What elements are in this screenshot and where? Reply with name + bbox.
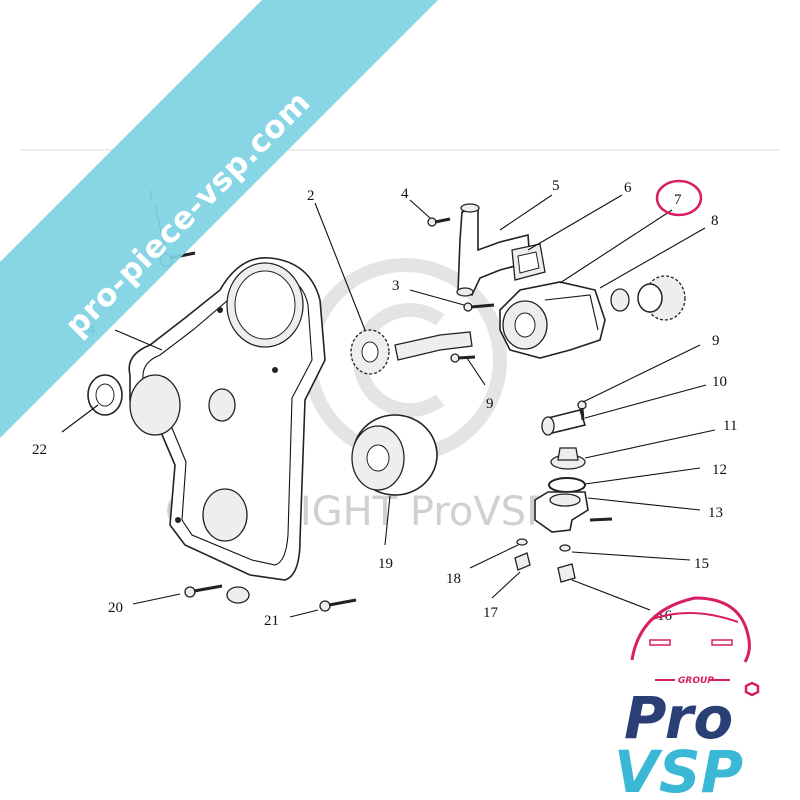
callout-17: 17 [483, 605, 499, 621]
logo-group-text: GROUP [678, 676, 714, 686]
pump-shaft-part [394, 331, 473, 361]
callout-10: 10 [712, 374, 727, 390]
callout-9-right: 9 [712, 333, 720, 349]
highlight-circle-part-7 [655, 179, 703, 217]
seal-ring-part [87, 374, 123, 416]
callout-8: 8 [711, 213, 719, 229]
logo-pro-text: Pro [624, 684, 733, 752]
callout-15: 15 [694, 556, 709, 572]
callout-12: 12 [712, 462, 727, 478]
thermostat-base-part [534, 491, 613, 533]
water-pump-part [499, 281, 606, 359]
thermostat-seal-part [548, 477, 586, 493]
bolt-part-3 [463, 302, 495, 312]
gear-part [350, 329, 390, 375]
washer-part-18 [516, 538, 528, 546]
hex-nut-icon [744, 681, 760, 697]
callout-2: 2 [307, 188, 315, 204]
callout-19: 19 [378, 556, 393, 572]
callout-13: 13 [708, 505, 723, 521]
bolt-part-21 [319, 598, 357, 612]
logo-vsp-text: VSP [614, 738, 743, 800]
nut-part-17 [514, 552, 531, 571]
callout-7: 7 [674, 192, 682, 208]
callout-9-left: 9 [486, 396, 494, 412]
washer-part-15 [559, 544, 571, 552]
thermostat-part [550, 447, 586, 470]
nut-part-16 [557, 563, 576, 583]
callout-5: 5 [552, 178, 560, 194]
callout-22: 22 [32, 442, 47, 458]
callout-3: 3 [392, 278, 400, 294]
leader-lines [61, 194, 716, 618]
callout-18: 18 [446, 571, 461, 587]
callout-20: 20 [108, 600, 123, 616]
callout-6: 6 [624, 180, 632, 196]
gasket-part [511, 243, 546, 281]
callout-11: 11 [723, 418, 737, 434]
bolt-part-4 [427, 217, 451, 227]
bolt-part-20 [184, 584, 250, 604]
bolt-part-9-right [577, 400, 587, 421]
car-outline-icon [630, 596, 751, 663]
timing-cover-part [128, 257, 326, 581]
callout-21: 21 [264, 613, 279, 629]
bolt-part-9-left [450, 353, 476, 363]
thermostat-housing-part [541, 409, 587, 436]
provsp-logo: GROUP Pro VSP [614, 596, 760, 800]
impeller-part [610, 275, 686, 321]
callout-4: 4 [401, 186, 409, 202]
pulley-part [351, 414, 438, 496]
